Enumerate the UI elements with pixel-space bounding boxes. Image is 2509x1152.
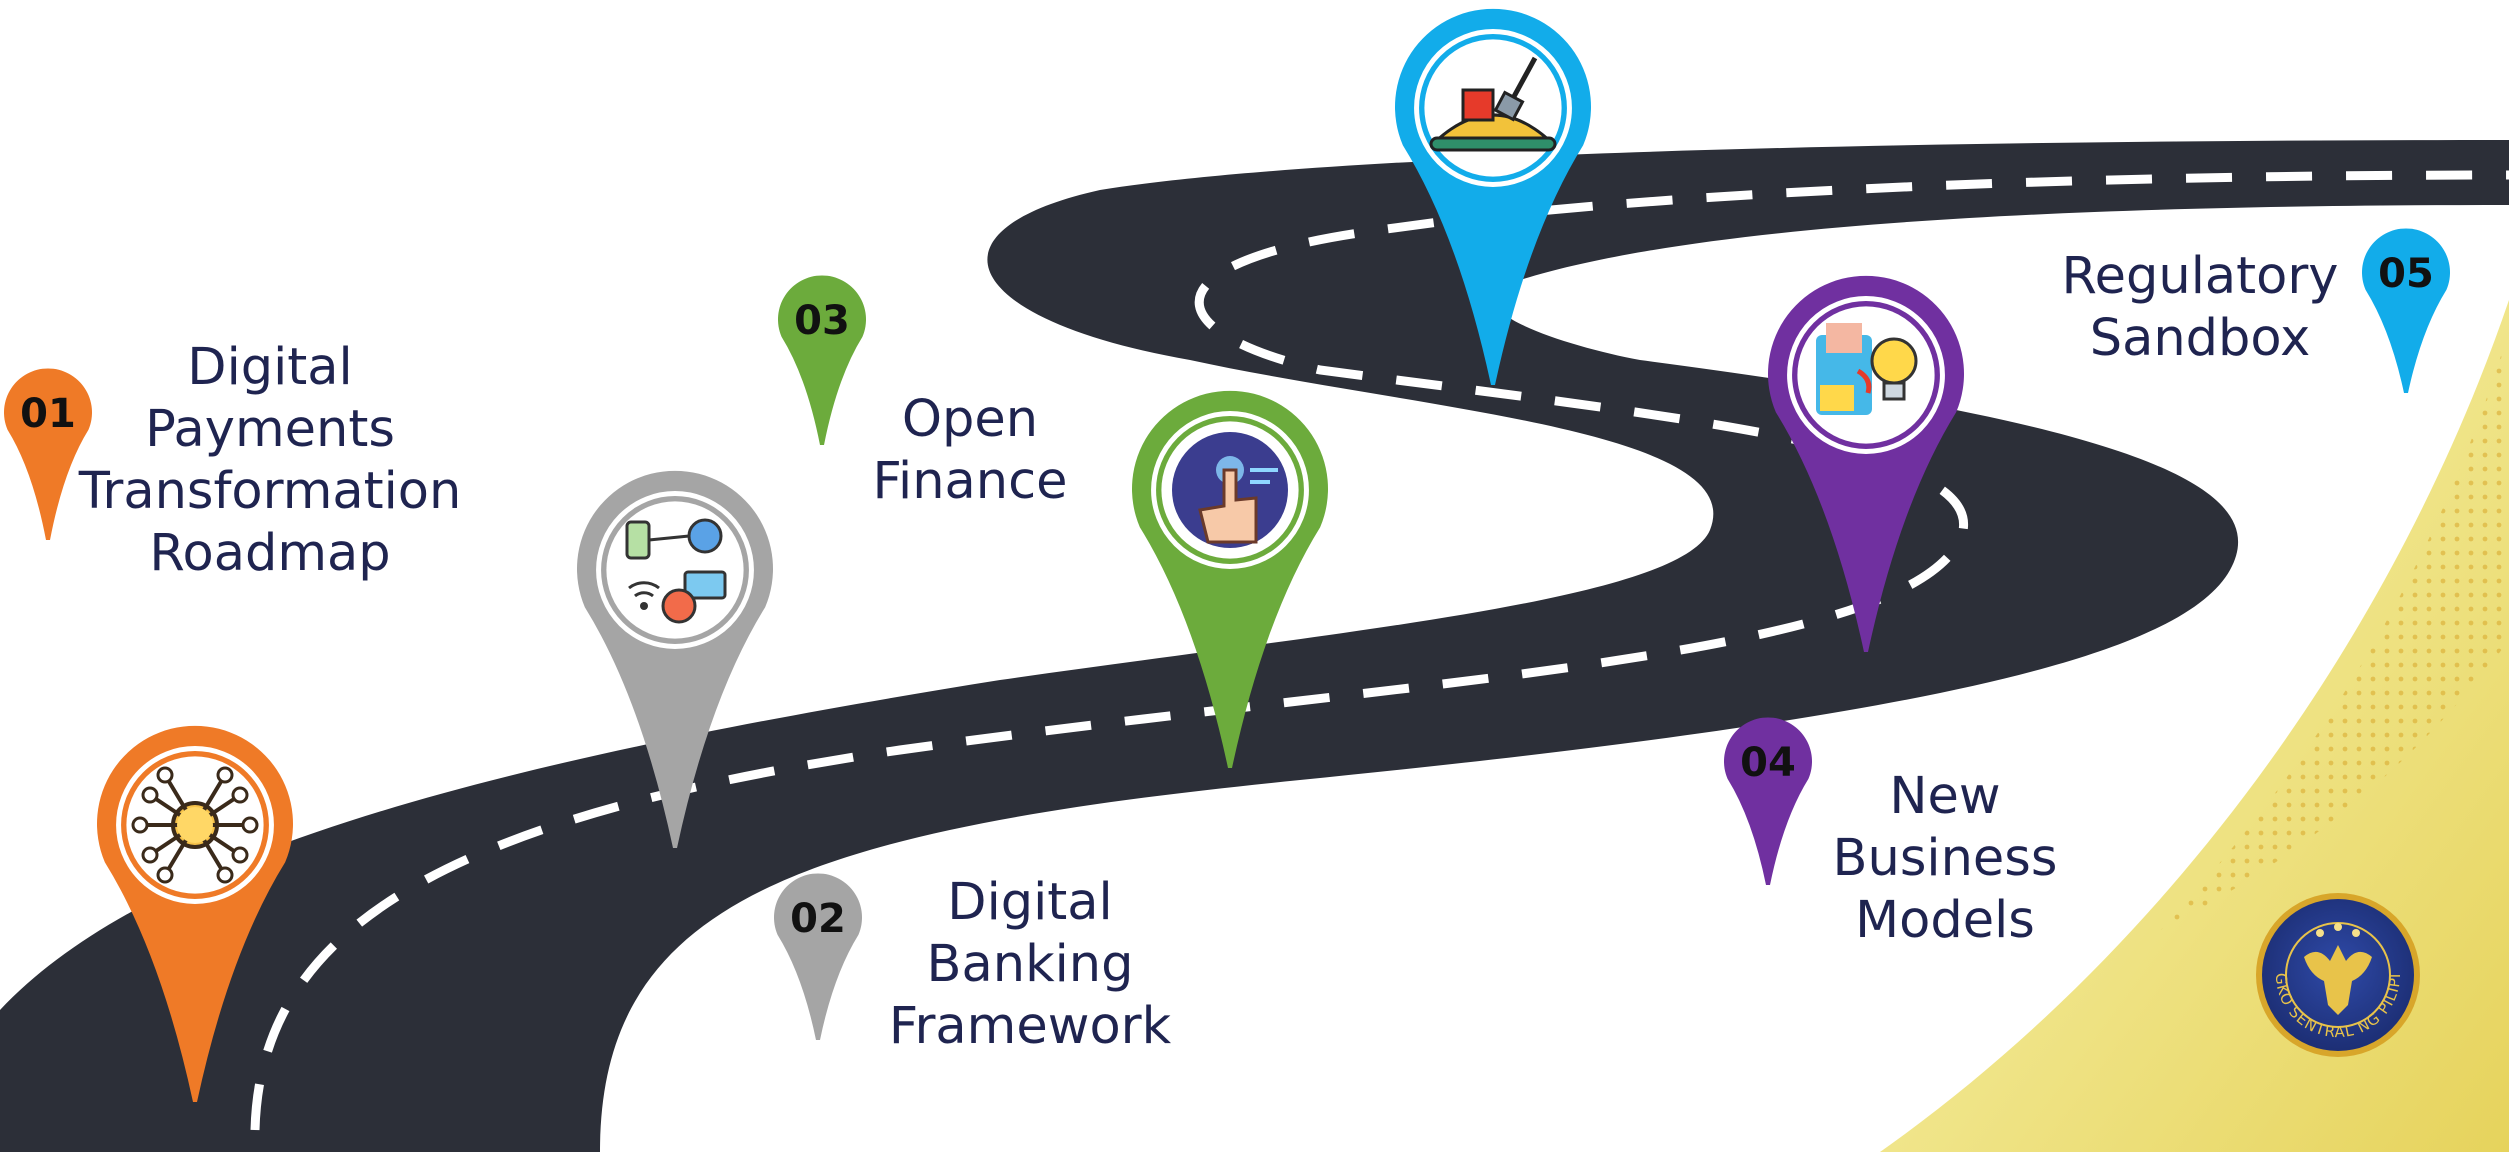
milestone-title-01: Digital Payments Transformation Roadmap — [78, 338, 462, 583]
milestone-number-tag-04: 04 — [1724, 717, 1812, 885]
milestone-pin-01 — [97, 725, 293, 1102]
circuit-chip-icon — [131, 766, 259, 884]
milestone-number: 05 — [2378, 251, 2434, 297]
milestone-pin-05 — [1395, 8, 1591, 385]
bsp-eagle-seal-icon: BANGKO SENTRAL NG PILIPINAS — [2256, 893, 2420, 1057]
milestone-pin-02 — [577, 470, 774, 848]
lightbulb-idea-icon — [1816, 323, 1918, 415]
milestone-number: 03 — [794, 298, 850, 344]
milestone-title-04: New Business Models — [1832, 767, 2058, 950]
milestone-number: 02 — [790, 896, 846, 942]
connected-devices-icon — [625, 518, 727, 624]
milestone-title-05: Regulatory Sandbox — [2061, 247, 2339, 368]
milestone-number-tag-01: 01 — [4, 368, 93, 540]
milestone-number-tag-03: 03 — [778, 275, 866, 445]
milestone-title-02: Digital Banking Framework — [888, 873, 1172, 1056]
gold-dot-pattern — [2160, 330, 2509, 930]
milestone-title-03: Open Finance — [872, 390, 1068, 511]
milestone-number: 04 — [1740, 740, 1796, 786]
milestone-number-tag-02: 02 — [774, 873, 863, 1040]
milestone-number-tag-05: 05 — [2362, 228, 2450, 393]
milestone-number: 01 — [20, 391, 76, 437]
milestone-pin-03 — [1132, 390, 1328, 768]
touch-hand-icon — [1172, 432, 1288, 548]
milestone-pin-04 — [1768, 275, 1964, 652]
sandbox-bucket-icon — [1429, 56, 1557, 152]
